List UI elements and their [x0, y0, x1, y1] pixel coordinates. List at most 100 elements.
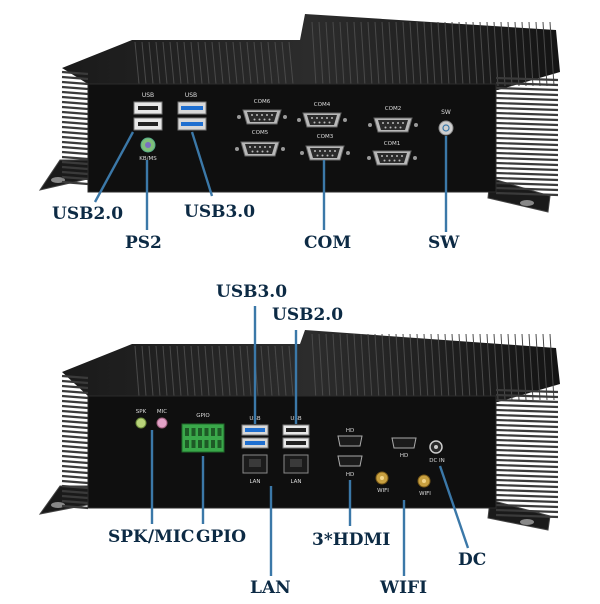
- gpio-pins: [185, 428, 222, 448]
- fin-line: [507, 21, 513, 87]
- side-fin: [61, 459, 89, 465]
- side-fin: [495, 473, 559, 479]
- gpio-pin: [204, 440, 209, 448]
- fin-line: [479, 333, 485, 401]
- callout-hdmi: 3*HDMI: [312, 530, 391, 550]
- fin-line: [500, 333, 506, 401]
- gpio-pin: [185, 428, 189, 436]
- fin-line: [325, 333, 331, 401]
- top-heatsink-surface: [62, 14, 560, 90]
- db9-pin: [321, 154, 324, 157]
- leader-usb3: [190, 131, 214, 197]
- fin-line: [141, 345, 147, 397]
- fin-line: [395, 333, 401, 401]
- db9-pin: [331, 117, 333, 119]
- fin-line: [267, 345, 273, 397]
- side-fin: [495, 181, 559, 187]
- side-fin: [61, 95, 89, 101]
- fin-line: [493, 21, 499, 87]
- label-com3: COM3: [317, 134, 334, 140]
- speaker-jack: [135, 417, 147, 429]
- db9-pin: [329, 150, 331, 152]
- fin-line: [288, 41, 294, 85]
- side-fin: [495, 176, 559, 182]
- side-fin: [495, 161, 559, 167]
- db9-insert: [377, 153, 407, 163]
- db9-pin: [387, 122, 389, 124]
- mount-bracket-left-2: [38, 485, 93, 515]
- callout-usb3: USB3.0: [184, 202, 256, 222]
- usb3-port-a-lower-tongue: [245, 441, 265, 445]
- side-fin: [495, 453, 559, 459]
- db9-screw: [343, 118, 347, 122]
- side-fin: [61, 135, 89, 141]
- side-fin: [61, 444, 89, 450]
- side-fin: [495, 171, 559, 177]
- db9-pin: [382, 122, 384, 124]
- fin-line: [225, 41, 231, 85]
- label-sw: SW: [441, 109, 451, 116]
- db9-screw: [367, 156, 371, 160]
- fin-line: [225, 345, 231, 397]
- db9-pin: [318, 121, 321, 124]
- fin-line: [402, 21, 408, 87]
- side-fins-right: [495, 76, 559, 197]
- com-port-grid: COM6 COM4 COM2 COM5 COM3 COM1: [235, 99, 418, 166]
- fin-line: [437, 21, 443, 87]
- side-fin: [61, 439, 89, 445]
- gpio-pin: [198, 428, 202, 436]
- side-fin: [495, 76, 559, 82]
- db9-pin: [398, 159, 401, 162]
- fin-line: [288, 345, 294, 397]
- side-fin: [61, 150, 89, 156]
- lan-port-a-socket: [249, 459, 261, 467]
- bottom-leader-lines: [150, 306, 470, 576]
- label-com6: COM6: [254, 99, 271, 105]
- side-fin: [61, 140, 89, 146]
- side-fin: [495, 498, 559, 504]
- fin-line: [134, 41, 140, 85]
- fin-line: [409, 21, 415, 87]
- side-fin: [495, 398, 559, 404]
- db9-pin: [261, 150, 264, 153]
- db9-screw: [283, 115, 287, 119]
- db9-pin: [321, 117, 323, 119]
- usb2-port-lower-tongue: [138, 122, 158, 126]
- side-fin: [61, 389, 89, 395]
- fin-line: [218, 345, 224, 397]
- dc-in-pin: [434, 445, 438, 449]
- side-fin: [61, 449, 89, 455]
- side-fin: [61, 454, 89, 460]
- side-fin: [61, 384, 89, 390]
- usb2-port-b-lower-tongue: [286, 441, 306, 445]
- mount-hole-left-2: [51, 502, 65, 508]
- side-fin: [61, 70, 89, 76]
- side-fin: [495, 428, 559, 434]
- fin-line: [388, 21, 394, 87]
- fin-line: [367, 333, 373, 401]
- db9-insert: [378, 120, 408, 130]
- label-hd1: HD: [346, 428, 354, 434]
- fin-line: [197, 41, 203, 85]
- fin-line: [325, 21, 331, 87]
- side-fin: [495, 141, 559, 147]
- fin-line: [465, 21, 471, 87]
- db9-screw: [237, 115, 241, 119]
- db9-pin: [386, 155, 388, 157]
- label-com1: COM1: [384, 141, 400, 147]
- fin-line: [451, 333, 457, 401]
- fin-line: [346, 333, 352, 401]
- gpio-pin: [217, 428, 222, 436]
- fin-line: [239, 41, 245, 85]
- bottom-heatsink-fins: [134, 333, 555, 401]
- hdmi-port-3: [391, 437, 417, 449]
- side-fin: [495, 121, 559, 127]
- callout-ps2: PS2: [125, 233, 162, 253]
- fin-line: [423, 21, 429, 87]
- fin-line: [388, 333, 394, 401]
- db9-pin: [383, 159, 386, 162]
- side-fin: [61, 125, 89, 131]
- side-fin: [495, 493, 559, 499]
- fin-line: [246, 345, 252, 397]
- fin-line: [148, 345, 154, 397]
